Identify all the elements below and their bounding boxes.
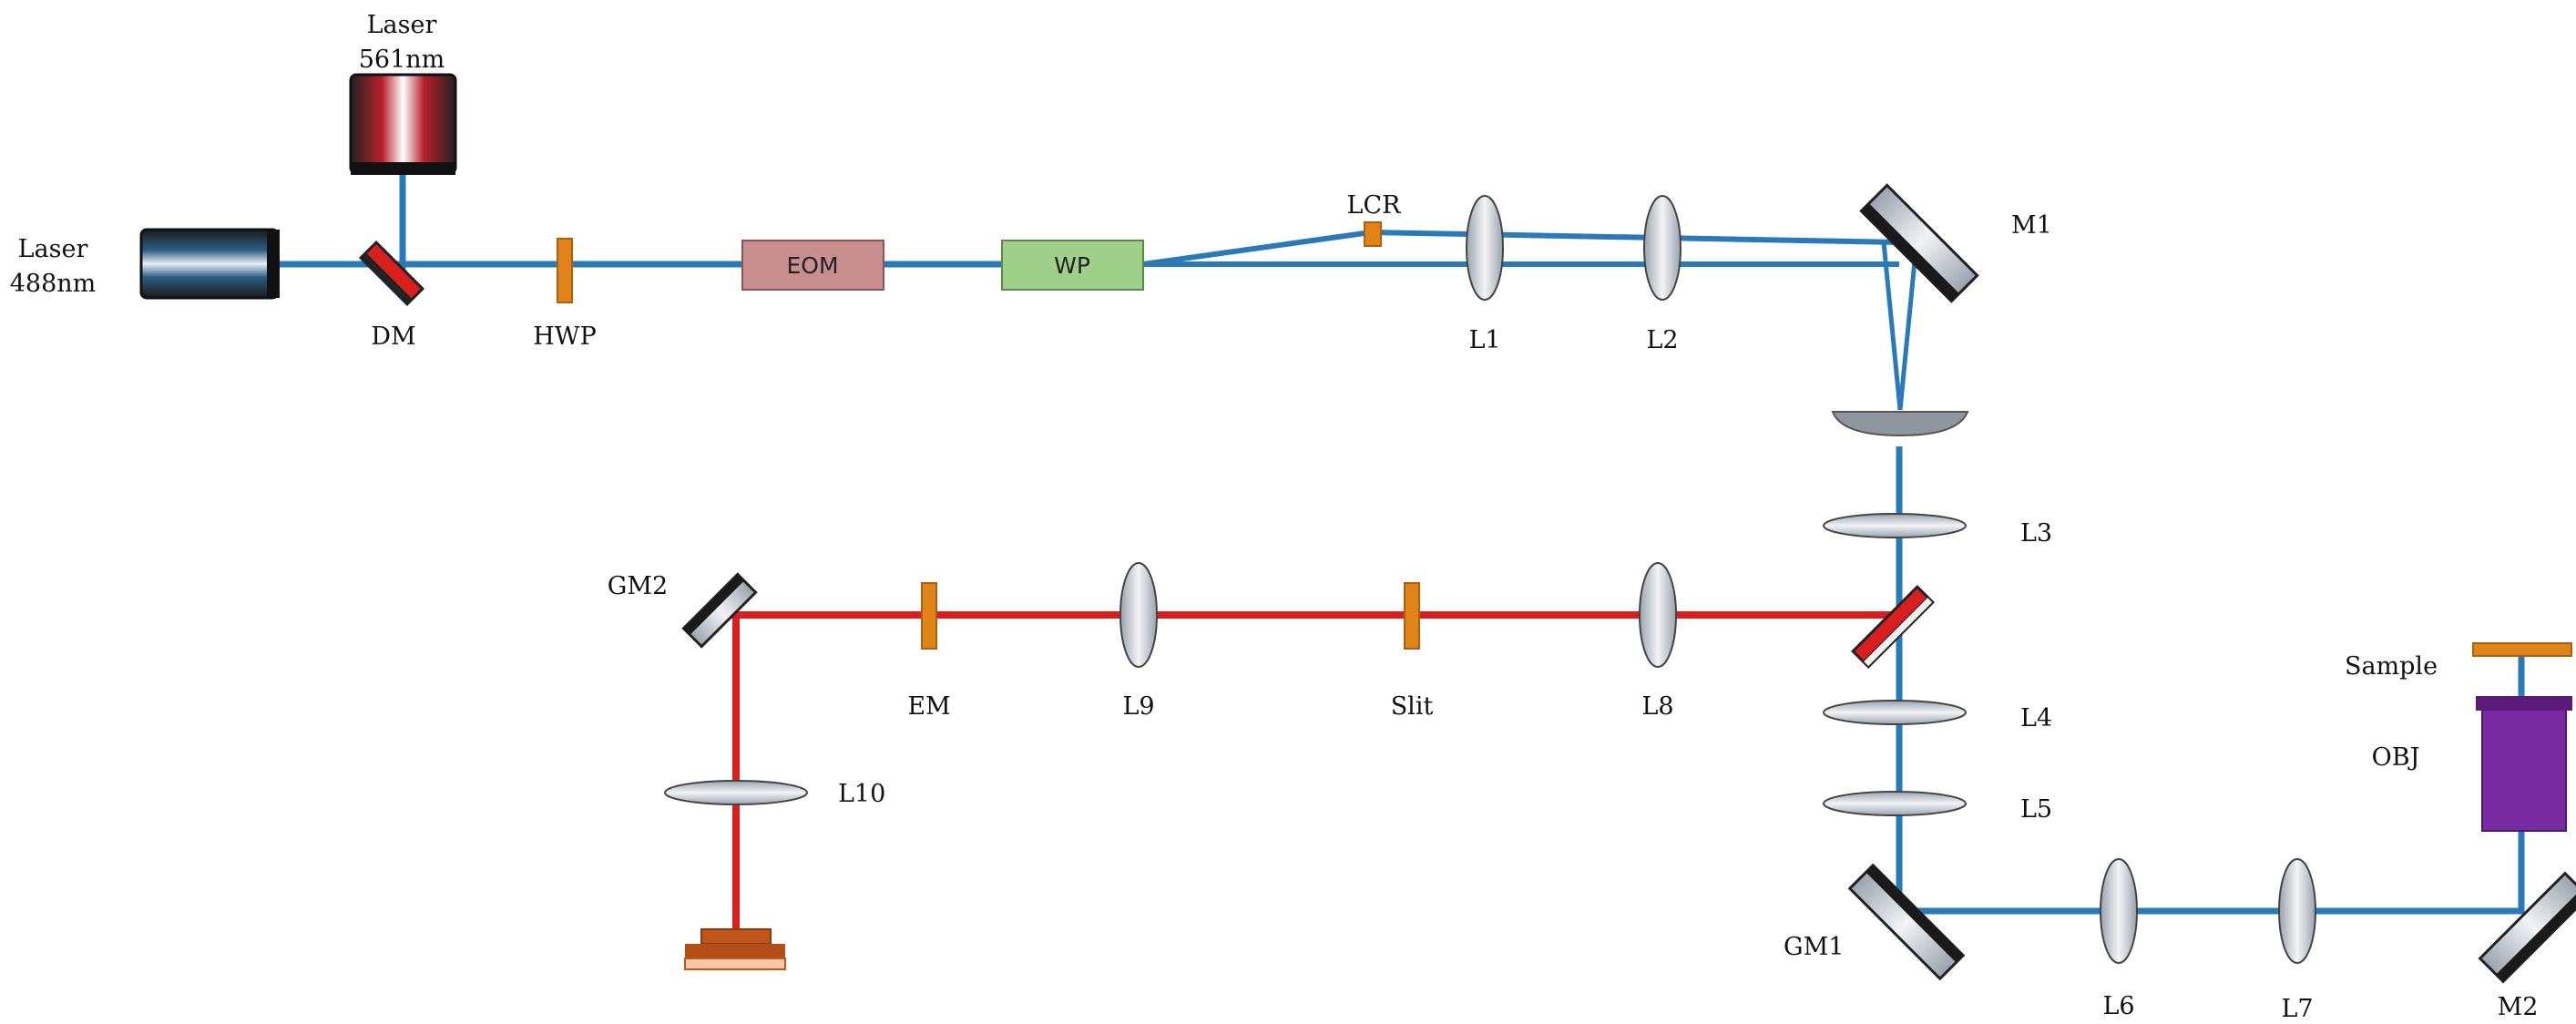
beam-paths [273,173,2525,940]
sample-stage [2472,642,2572,657]
lens-l10 [664,780,808,805]
wp-label: WP [1054,252,1090,279]
lens-l9 [1119,562,1158,668]
m2-label: M2 [2498,993,2539,1021]
slit [1404,582,1420,650]
laser-561-label-line2: 561nm [359,46,445,74]
laser-488 [139,228,280,300]
lens-l3 [1823,513,1967,538]
l3-label: L3 [2020,519,2052,548]
laser-561 [349,73,457,175]
lcr-element [1364,221,1382,247]
l7-label: L7 [2281,995,2313,1023]
l5-label: L5 [2020,795,2052,824]
galvo-mirror-gm2 [681,572,758,649]
lens-l2 [1643,195,1682,301]
gm2-label: GM2 [608,572,668,600]
l4-label: L4 [2020,704,2052,732]
lcr-label: LCR [1347,191,1402,220]
m1-label: M1 [2011,211,2052,240]
laser-561-label-line1: Laser [367,11,437,39]
dichroic-mirror-dm [358,240,425,307]
blue-beam-upper-split [1142,230,1372,267]
laser-488-label-line2: 488nm [10,270,97,298]
eom-box [741,240,884,291]
l9-label: L9 [1122,692,1154,721]
emission-filter-em [921,582,937,650]
mirror-m1 [1859,183,1979,303]
galvo-mirror-gm1 [1847,863,1966,981]
lens-l7 [2278,858,2316,964]
lens-l6 [2100,858,2138,964]
obj-label: OBJ [2372,743,2420,772]
dichroic-mirror-2 [1851,585,1935,669]
detector-camera [684,928,786,970]
lens-l5 [1823,791,1967,816]
laser-488-label-line1: Laser [18,235,88,263]
lens-l8 [1639,562,1677,668]
em-label: EM [907,692,950,721]
objective-obj [2476,696,2572,832]
l8-label: L8 [1641,692,1673,721]
eom-label: EOM [786,252,838,279]
l10-label: L10 [838,780,885,808]
half-wave-plate [557,238,573,303]
wp-box [1001,240,1144,291]
l1-label: L1 [1468,326,1500,354]
lens-l4 [1823,700,1967,725]
l6-label: L6 [2102,992,2134,1020]
dm-label: DM [371,323,415,351]
blue-beam-m1-down-b [1897,241,1919,411]
blue-beam-m1-down-a [1881,241,1903,411]
sample-label: Sample [2345,652,2438,681]
l2-label: L2 [1646,326,1678,354]
hwp-label: HWP [533,323,596,351]
gm1-label: GM1 [1784,933,1844,961]
slit-label: Slit [1391,692,1434,721]
blue-beam-upper [1370,230,1900,245]
lens-l1 [1466,195,1504,301]
mirror-m2 [2478,871,2576,984]
curved-mirror [1831,411,1969,437]
